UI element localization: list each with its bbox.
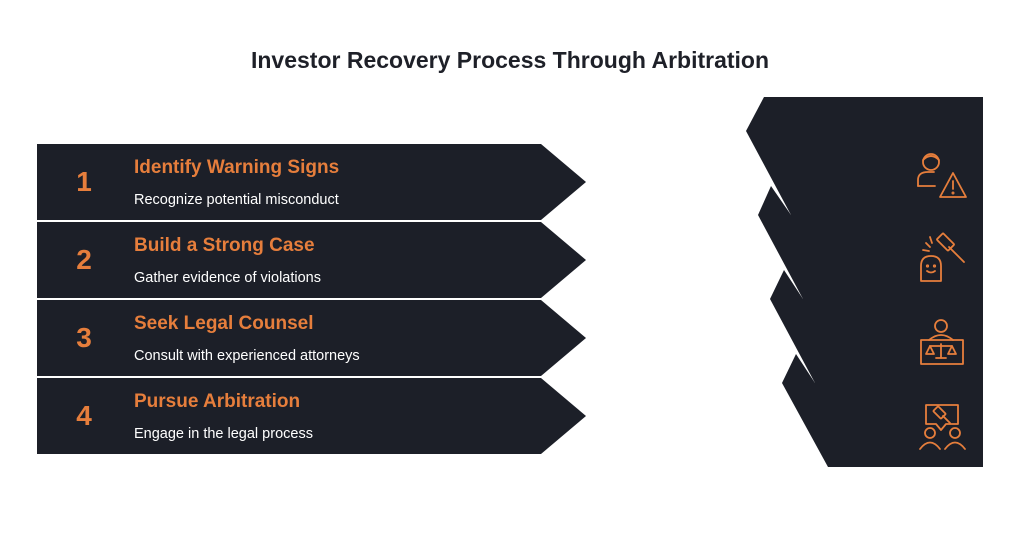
person-warning-icon	[917, 153, 967, 198]
step-2-description: Gather evidence of violations	[134, 270, 321, 286]
staircase-panel-1	[746, 131, 983, 215]
staircase-panel-3	[770, 299, 983, 383]
step-3-description: Consult with experienced attorneys	[134, 348, 360, 364]
step-1-description: Recognize potential misconduct	[134, 192, 339, 208]
step-1-arrow-shape	[37, 144, 586, 220]
step-4-heading: Pursue Arbitration	[134, 391, 301, 412]
diagram-title: Investor Recovery Process Through Arbitr…	[250, 47, 770, 73]
step-3-number: 3	[76, 322, 92, 353]
step-4-description: Engage in the legal process	[134, 426, 313, 442]
staircase-shapes	[746, 97, 983, 467]
step-1: 1 Identify Warning Signs Recognize poten…	[37, 144, 587, 220]
attorney-scales-icon	[920, 319, 964, 365]
step-1-heading: Identify Warning Signs	[134, 157, 340, 178]
staircase-panel-2	[758, 215, 983, 299]
gavel-evidence-icon	[920, 232, 965, 282]
staircase-notch-1	[758, 186, 791, 215]
step-3-heading: Seek Legal Counsel	[134, 313, 314, 334]
staircase-top-cap	[746, 97, 983, 131]
step-2-heading: Build a Strong Case	[134, 235, 315, 256]
step-2-arrow-shape	[37, 222, 586, 298]
step-4-arrow-shape	[37, 378, 586, 454]
step-2-number: 2	[76, 244, 92, 275]
step-3-arrow-shape	[37, 300, 586, 376]
staircase-panel-4	[782, 383, 983, 467]
step-3: 3 Seek Legal Counsel Consult with experi…	[37, 300, 587, 376]
step-2: 2 Build a Strong Case Gather evidence of…	[37, 222, 587, 298]
staircase-notch-2	[770, 270, 803, 299]
step-4: 4 Pursue Arbitration Engage in the legal…	[37, 378, 587, 454]
staircase-notch-3	[782, 354, 815, 383]
arbitration-meeting-icon	[919, 404, 966, 450]
step-4-number: 4	[76, 400, 92, 431]
step-1-number: 1	[76, 166, 92, 197]
